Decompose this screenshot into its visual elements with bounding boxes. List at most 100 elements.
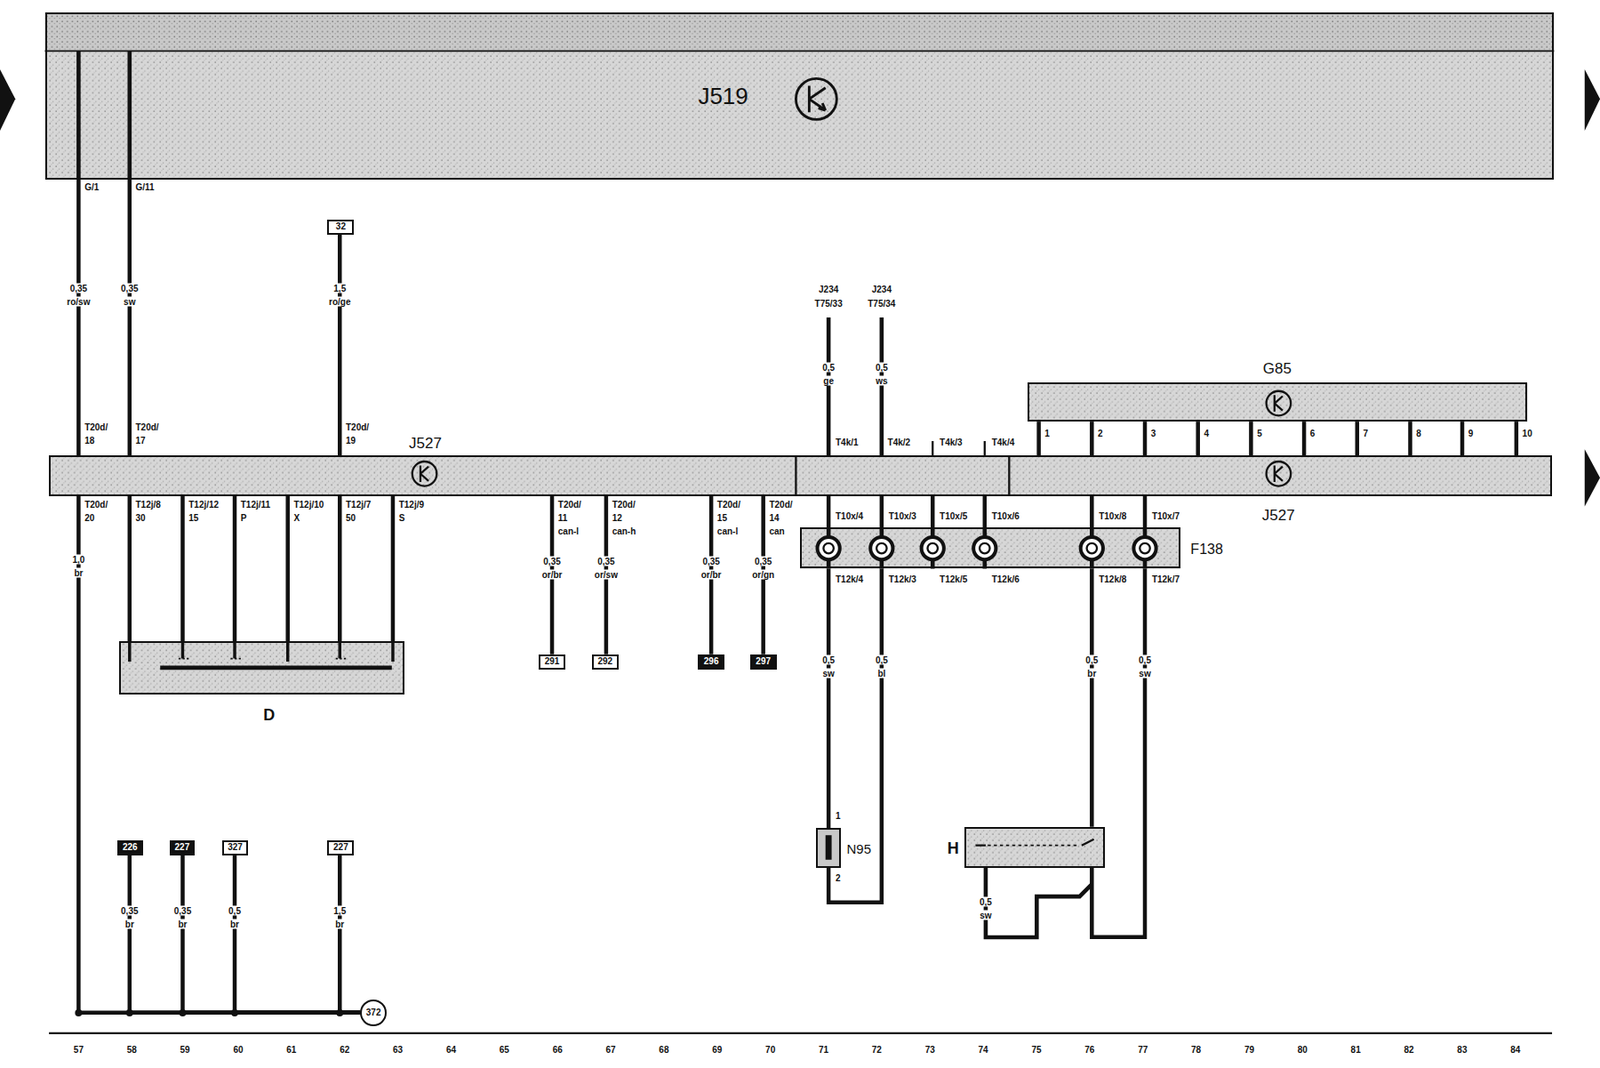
- wire-label: 15: [716, 512, 728, 523]
- reference-number: 297: [755, 656, 771, 666]
- wire-label: 15: [187, 512, 200, 523]
- wire-label: 0,5: [1084, 654, 1099, 664]
- wire: [1036, 421, 1041, 456]
- column-number: 66: [552, 1044, 564, 1055]
- wire: [930, 496, 936, 528]
- reference-number: 32: [336, 222, 346, 232]
- wire-label: T12k/7: [1151, 573, 1181, 584]
- wire-label: 1,0: [71, 554, 86, 565]
- wire-label: T10x/3: [888, 510, 918, 520]
- wire-label: 0,35: [753, 556, 773, 567]
- wire-label: 4: [1202, 427, 1210, 438]
- wire-label: br: [229, 918, 240, 928]
- wire: [880, 496, 885, 528]
- wire-label: br: [124, 918, 136, 928]
- wire-label: or/sw: [593, 569, 619, 580]
- wire: [1089, 421, 1095, 456]
- column-number: 76: [1083, 1044, 1096, 1055]
- wire-label: can-l: [716, 525, 739, 536]
- valve-coil: [825, 834, 832, 860]
- wire-label: 0,35: [120, 282, 139, 293]
- wire-label: can-l: [557, 525, 580, 536]
- ignition-switch: D: [119, 640, 404, 695]
- reference-number: 291: [544, 656, 560, 666]
- wire-label: J234: [871, 283, 893, 294]
- wire: [1091, 568, 1145, 936]
- wire-label: 2: [1096, 427, 1104, 438]
- component-name: D: [263, 706, 275, 723]
- wire-label: S: [398, 512, 407, 523]
- terminal-circle: [921, 536, 944, 560]
- wire-label: 0,35: [120, 904, 139, 915]
- wire-label: T10x/8: [1097, 510, 1128, 520]
- wire-label: 5: [1256, 427, 1264, 438]
- wire: [1089, 568, 1095, 826]
- column-number: 64: [445, 1044, 457, 1055]
- external-wire: [828, 317, 882, 456]
- wire-label: T20d/: [557, 499, 583, 510]
- wire-label: T12k/3: [888, 573, 918, 584]
- reference-box: 292: [592, 654, 619, 670]
- wire-label: sw: [978, 909, 992, 920]
- wire: [1143, 421, 1148, 456]
- sensor-module: G85: [1027, 382, 1528, 422]
- wire-label: bl: [876, 667, 887, 678]
- reference-number: 226: [122, 842, 138, 852]
- wire: [339, 855, 360, 1013]
- wire-label: 14: [768, 512, 780, 523]
- terminal-circle: [817, 536, 840, 560]
- horn-contact: [975, 839, 1094, 846]
- continuation-arrow: [1584, 69, 1600, 131]
- wire: [76, 179, 81, 456]
- wire-label: can-h: [611, 525, 638, 536]
- reference-number: 327: [227, 842, 243, 852]
- wire-label: 1,5: [332, 904, 347, 915]
- wire: [78, 496, 360, 1013]
- wire-label: br: [176, 918, 188, 928]
- column-number: 72: [871, 1044, 883, 1055]
- reference-box: 291: [538, 654, 566, 670]
- wire-label: 0,35: [542, 556, 561, 567]
- terminal-ring: [823, 543, 833, 553]
- sensor-band: [1027, 383, 1528, 423]
- transistor-symbol: [420, 465, 429, 482]
- wire-label: T12j/7: [344, 499, 372, 510]
- component-name: H: [947, 840, 960, 856]
- wire-label: sw: [821, 667, 835, 678]
- wire-label: T12j/8: [135, 499, 162, 510]
- control-module: J519: [45, 12, 1555, 180]
- column-number: 59: [179, 1044, 192, 1055]
- wire: [1089, 496, 1095, 528]
- wire-label: T10x/6: [991, 510, 1021, 520]
- wire-label: T4k/2: [887, 437, 912, 448]
- terminal-ring: [979, 543, 990, 553]
- column-number: 74: [977, 1044, 990, 1055]
- wire: [1408, 421, 1413, 456]
- horn-body: [964, 826, 1105, 868]
- reference-box: 226: [117, 840, 144, 856]
- wire-label: T12j/11: [240, 499, 272, 510]
- column-number: 79: [1243, 1044, 1256, 1055]
- continuation-arrow: [1584, 448, 1600, 506]
- wire-label: P: [240, 512, 248, 523]
- column-number: 77: [1136, 1044, 1149, 1055]
- transistor-symbol: [808, 85, 825, 112]
- column-number: 70: [764, 1044, 776, 1055]
- column-number: 71: [817, 1044, 830, 1055]
- switch-contact: [178, 657, 347, 660]
- wire-label: 20: [83, 512, 96, 523]
- wire-label: T20d/: [344, 421, 370, 432]
- component-name: F138: [1190, 542, 1223, 557]
- wire-label: 11: [557, 512, 569, 523]
- wire-label: T20d/: [83, 499, 109, 510]
- wire: [232, 496, 238, 641]
- wire-label: sw: [1137, 667, 1152, 678]
- electronic-symbol: [412, 461, 438, 487]
- column-number: 81: [1350, 1044, 1362, 1055]
- wire-label: 0,5: [821, 362, 836, 373]
- wire-label: X: [292, 512, 301, 523]
- wire: [128, 179, 133, 456]
- internal-wire: [78, 50, 129, 180]
- wire-label: 2: [834, 872, 842, 883]
- wire-label: ro/ge: [328, 296, 352, 306]
